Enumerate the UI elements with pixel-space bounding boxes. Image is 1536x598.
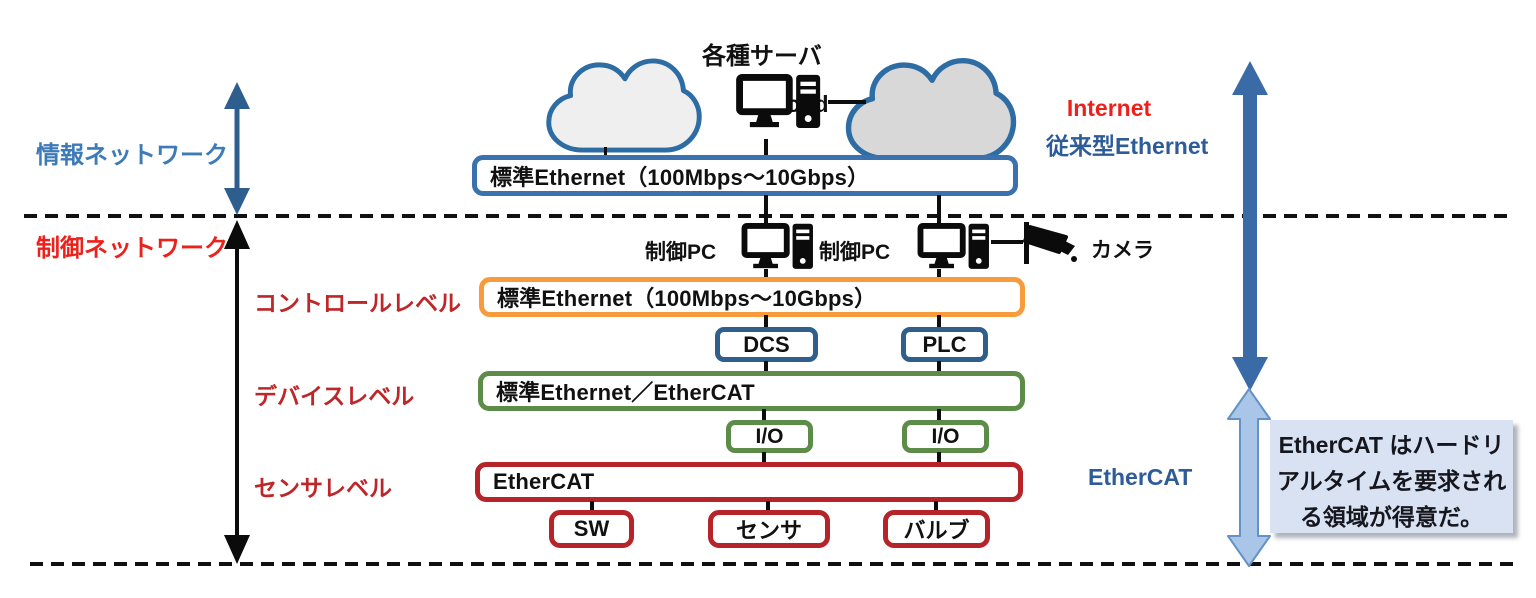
pc1-control-backbone-connector	[764, 269, 768, 279]
servers-label: 各種サーバ	[702, 43, 822, 70]
backbone-io2-connector	[937, 409, 941, 421]
io2-sensor-backbone-connector	[937, 452, 941, 463]
cloud-node: Cloud	[538, 55, 829, 155]
backbone-io1-connector	[762, 409, 766, 421]
server-internet-connector	[828, 100, 866, 104]
ethercat-note-line2: アルタイムを要求され	[1276, 468, 1507, 494]
plc-label: PLC	[922, 331, 967, 357]
ethercat-range-arrow-icon	[1227, 388, 1271, 567]
sensor-backbone-band: EtherCAT	[475, 462, 1023, 502]
internet-cloud-icon	[845, 57, 1017, 162]
control-pc2-computer-icon	[917, 223, 989, 269]
control-network-range-arrow-icon	[224, 220, 250, 564]
dcs-label: DCS	[743, 331, 790, 357]
legacy-ethernet-label: 従来型Ethernet	[1046, 133, 1209, 159]
control-pc2-label: 制御PC	[819, 241, 891, 264]
io1-node: I/O	[726, 420, 813, 453]
backbone-sensor-connector	[766, 501, 770, 511]
info-network-range-arrow-icon	[224, 82, 250, 215]
upper-boundary-dashed-line	[24, 214, 1514, 218]
cloud-backbone-connector	[604, 147, 607, 156]
device-level-label: デバイスレベル	[254, 383, 415, 409]
ethercat-note-line1: EtherCAT はハードリ	[1278, 432, 1505, 458]
control-pc1-computer-icon	[741, 223, 813, 269]
cloud-icon	[546, 58, 702, 153]
backbone-pc1-connector	[764, 195, 768, 228]
sw-label: SW	[573, 516, 610, 541]
device-backbone-band: 標準Ethernet／EtherCAT	[478, 371, 1025, 411]
sensor-label: センサ	[735, 518, 802, 543]
control-pc1-label: 制御PC	[645, 241, 717, 264]
sensor-level-label: センサレベル	[254, 475, 392, 501]
cctv-camera-icon	[1023, 222, 1077, 264]
valve-node: バルブ	[883, 510, 990, 548]
backbone-pc2-connector	[937, 195, 941, 228]
backbone-sw-connector	[590, 501, 594, 511]
lower-boundary-dashed-line	[30, 562, 1516, 566]
backbone-plc-connector	[937, 315, 941, 328]
device-backbone-label: 標準Ethernet／EtherCAT	[496, 380, 755, 405]
ethercat-note-box: EtherCAT はハードリ アルタイムを要求され る領域が得意だ。	[1270, 420, 1513, 533]
ethercat-note-line3: る領域が得意だ。	[1299, 504, 1484, 530]
plc-node: PLC	[901, 327, 988, 362]
sensor-node: センサ	[708, 510, 830, 548]
pc2-camera-connector	[991, 240, 1023, 244]
backbone-dcs-connector	[764, 315, 768, 328]
io1-label: I/O	[755, 424, 784, 448]
backbone-valve-connector	[934, 501, 938, 511]
io1-sensor-backbone-connector	[762, 452, 766, 463]
server-backbone-connector	[764, 139, 768, 156]
control-level-label: コントロールレベル	[254, 290, 461, 316]
ethercat-label: EtherCAT	[1088, 464, 1193, 490]
sensor-backbone-label: EtherCAT	[493, 469, 595, 494]
valve-label: バルブ	[903, 518, 970, 543]
internet-label: Internet	[1066, 95, 1152, 121]
legacy-ethernet-range-arrow-icon	[1232, 61, 1268, 391]
control-network-label: 制御ネットワーク	[36, 235, 228, 262]
dcs-device-backbone-connector	[764, 361, 768, 372]
sw-node: SW	[549, 510, 634, 548]
control-backbone-band: 標準Ethernet（100Mbps～10Gbps）	[479, 277, 1025, 317]
dcs-node: DCS	[715, 327, 818, 362]
info-backbone-band: 標準Ethernet（100Mbps～10Gbps）	[472, 155, 1018, 196]
internet-node: Internet	[842, 53, 1151, 165]
control-backbone-label: 標準Ethernet（100Mbps～10Gbps）	[497, 286, 877, 311]
io2-node: I/O	[902, 420, 989, 453]
info-backbone-label: 標準Ethernet（100Mbps～10Gbps）	[490, 164, 870, 190]
camera-label: カメラ	[1091, 239, 1154, 262]
server-computer-icon	[736, 74, 821, 128]
pc2-control-backbone-connector	[937, 269, 941, 279]
plc-device-backbone-connector	[937, 361, 941, 372]
info-network-label: 情報ネットワーク	[36, 142, 228, 169]
io2-label: I/O	[931, 424, 960, 448]
